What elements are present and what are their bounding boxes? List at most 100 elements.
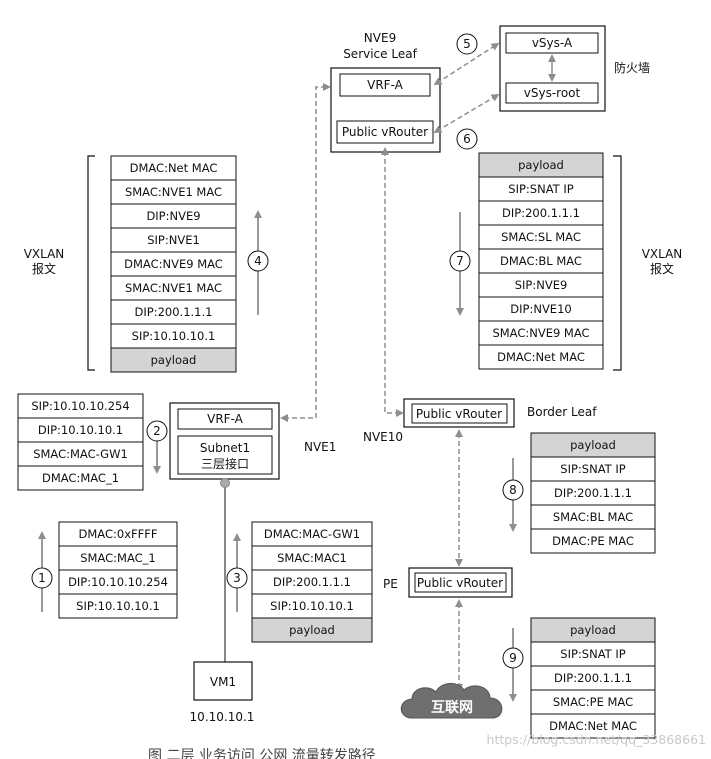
packet-field-cell xyxy=(251,593,373,619)
packet-field-cell xyxy=(110,155,237,181)
packet-field-label: DIP:NVE9 xyxy=(146,209,200,223)
packet-field-label: payload xyxy=(518,158,564,172)
svg-text:7: 7 xyxy=(456,254,464,268)
link-vrf-vsys-a xyxy=(433,42,500,86)
packet-field-cell xyxy=(530,456,656,482)
packet-field-cell xyxy=(478,296,604,322)
packet-field-label: SMAC:PE MAC xyxy=(553,695,633,709)
packet-field-label: DIP:200.1.1.1 xyxy=(554,486,632,500)
packet-field-label: payload xyxy=(570,623,616,637)
vsys-a-box xyxy=(505,32,599,54)
link-public-vsys-root xyxy=(433,93,500,134)
packet-field-label: SMAC:MAC_1 xyxy=(80,551,155,565)
packet-field-label: SMAC:NVE1 MAC xyxy=(125,185,222,199)
packet-field-label: payload xyxy=(151,353,197,367)
nve9-name: NVE9 xyxy=(364,31,396,45)
packet-field-label: SIP:10.10.10.254 xyxy=(31,399,129,413)
step-7-marker: 7 xyxy=(449,250,471,272)
packet-field-cell xyxy=(530,528,656,554)
step-5-marker: 5 xyxy=(456,33,478,55)
packet-field-label: SMAC:SL MAC xyxy=(501,230,581,244)
packet-field-cell xyxy=(110,179,237,205)
packet-field-cell xyxy=(110,347,237,373)
internet-cloud-icon xyxy=(400,683,503,719)
packet-field-label: DMAC:NVE9 MAC xyxy=(124,257,223,271)
packet-field-cell xyxy=(251,617,373,643)
packet-field-cell xyxy=(478,200,604,226)
vxlan-right-label-line1: VXLAN xyxy=(642,247,683,261)
packet-field-cell xyxy=(530,665,656,691)
packet-field-cell xyxy=(251,521,373,547)
packet-field-label: payload xyxy=(570,438,616,452)
packet-field-label: DIP:200.1.1.1 xyxy=(135,305,213,319)
packet-field-cell xyxy=(251,545,373,571)
packet-field-label: SIP:10.10.10.1 xyxy=(270,599,354,613)
nve10-public-vrouter-label: Public vRouter xyxy=(416,407,502,421)
border-leaf-label: Border Leaf xyxy=(527,405,597,419)
packet-field-cell xyxy=(478,176,604,202)
svg-text:8: 8 xyxy=(509,483,517,497)
packet-field-cell xyxy=(530,480,656,506)
svg-text:1: 1 xyxy=(38,571,46,585)
packet-field-cell xyxy=(110,275,237,301)
packet-field-cell xyxy=(478,344,604,370)
link-nve1-nve9 xyxy=(280,83,331,422)
vsys-a-label: vSys-A xyxy=(532,36,573,50)
svg-text:5: 5 xyxy=(463,37,471,51)
packet-field-label: payload xyxy=(289,623,335,637)
svg-text:4: 4 xyxy=(254,254,262,268)
nve9-public-vrouter-label: Public vRouter xyxy=(342,125,428,139)
packet-field-label: SMAC:MAC-GW1 xyxy=(33,447,128,461)
packet-field-label: DMAC:Net MAC xyxy=(549,719,637,733)
packet-field-label: DMAC:0xFFFF xyxy=(79,527,158,541)
firewall-label: 防火墙 xyxy=(614,60,650,75)
svg-text:6: 6 xyxy=(463,132,471,146)
vxlan-right-label-line2: 报文 xyxy=(650,261,674,276)
packet-field-cell xyxy=(110,299,237,325)
packet-field-label: DMAC:Net MAC xyxy=(130,161,218,175)
nve9-vrf-label: VRF-A xyxy=(367,78,404,92)
nve9-role: Service Leaf xyxy=(343,47,417,61)
packet-field-label: SMAC:NVE9 MAC xyxy=(492,326,589,340)
packet-field-label: DIP:200.1.1.1 xyxy=(554,671,632,685)
step-3-marker: 3 xyxy=(226,567,248,589)
step-1-marker: 1 xyxy=(31,567,53,589)
nve1-name: NVE1 xyxy=(304,440,336,454)
nve1-vrf-label: VRF-A xyxy=(207,412,244,426)
packet-field-cell xyxy=(530,617,656,643)
packet-field-label: DIP:200.1.1.1 xyxy=(273,575,351,589)
packet-field-label: SMAC:BL MAC xyxy=(553,510,633,524)
packet-field-cell xyxy=(110,323,237,349)
pe-name: PE xyxy=(383,577,398,591)
svg-text:9: 9 xyxy=(509,651,517,665)
nve1-subnet-line1: Subnet1 xyxy=(200,441,250,455)
vm1-box xyxy=(193,661,253,701)
nve9-vrf-box xyxy=(339,73,431,97)
vxlan-left-bracket xyxy=(87,155,95,371)
packet-field-label: SIP:10.10.10.1 xyxy=(76,599,160,613)
nve10-name: NVE10 xyxy=(363,430,403,444)
packet-field-cell xyxy=(17,441,144,467)
packet-field-label: SIP:10.10.10.1 xyxy=(132,329,216,343)
pe-public-vrouter-box xyxy=(414,572,507,593)
packet-field-label: SIP:SNAT IP xyxy=(560,647,625,661)
nve10-public-vrouter-box xyxy=(411,403,508,424)
watermark: https://blog.csdn.net/qq_33868661 xyxy=(487,732,706,747)
packet-field-label: DMAC:MAC-GW1 xyxy=(264,527,360,541)
packet-field-cell xyxy=(530,713,656,739)
vm1-label: VM1 xyxy=(210,675,236,689)
step-2-marker: 2 xyxy=(146,420,168,442)
packet-field-label: DIP:10.10.10.1 xyxy=(38,423,123,437)
step-4-marker: 4 xyxy=(247,250,269,272)
packet-field-label: SIP:SNAT IP xyxy=(560,462,625,476)
packet-field-label: DMAC:PE MAC xyxy=(552,534,634,548)
step-9-marker: 9 xyxy=(502,647,524,669)
packet-field-label: DMAC:MAC_1 xyxy=(42,471,119,485)
packet-field-label: DIP:10.10.10.254 xyxy=(68,575,168,589)
step-8-marker: 8 xyxy=(502,479,524,501)
packet-field-cell xyxy=(251,569,373,595)
nve1-port-dot xyxy=(220,478,230,488)
